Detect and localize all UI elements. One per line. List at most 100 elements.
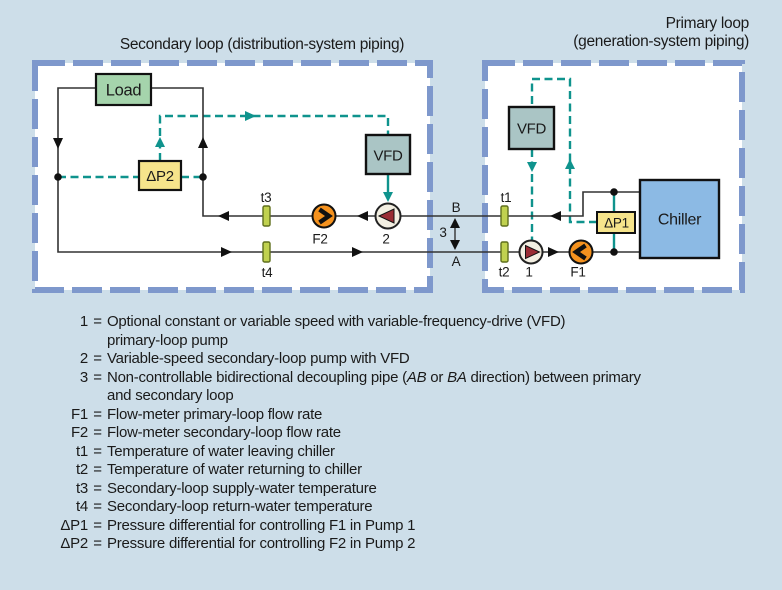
flow-meter-f1 <box>568 239 594 265</box>
legend-equals: = <box>93 535 102 552</box>
flow-arrow-right <box>352 247 363 257</box>
signal-arrow-down-to-pump1 <box>527 162 537 172</box>
legend-item-f1: F1 = Flow-meter primary-loop flow rate <box>38 406 758 425</box>
legend-equals: = <box>93 479 102 497</box>
load-label: Load <box>106 82 142 100</box>
flow-meter-f1-chevron-icon <box>572 243 587 261</box>
secondary-loop-box <box>32 60 433 293</box>
flow-arrow-up <box>198 137 208 148</box>
legend-description: Pressure differential for controlling F2… <box>107 535 416 552</box>
primary-loop-title-line1: Primary loop <box>666 15 749 32</box>
sensor-t3 <box>262 205 271 227</box>
flow-arrow-right <box>221 247 232 257</box>
point-a-label: A <box>452 254 461 269</box>
t1-label: t1 <box>501 190 512 205</box>
legend-item-t1: t1 = Temperature of water leaving chille… <box>38 443 758 462</box>
t2-label: t2 <box>499 265 510 280</box>
f1-label: F1 <box>570 265 585 280</box>
junction-dot <box>610 188 618 196</box>
sensor-t4 <box>262 241 271 263</box>
legend: 1 = Optional constant or variable speed … <box>38 313 758 554</box>
chiller-box <box>638 178 721 260</box>
legend-key: t3 <box>75 479 88 497</box>
flow-meter-f2-chevron-icon <box>318 207 333 225</box>
legend-item-dp1: ΔP1 = Pressure differential for controll… <box>38 517 758 536</box>
flow-meter-f2 <box>311 203 337 229</box>
return-pipe <box>57 87 640 253</box>
legend-description: Secondary-loop supply-water temperature <box>107 479 377 497</box>
legend-key: t2 <box>75 461 88 478</box>
legend-description: Flow-meter secondary-loop flow rate <box>107 424 341 441</box>
legend-description: Flow-meter primary-loop flow rate <box>107 405 323 423</box>
vfd-secondary-label: VFD <box>373 148 403 165</box>
junction-dot <box>54 173 62 181</box>
legend-equals: = <box>93 516 102 534</box>
legend-description: Variable-speed secondary-loop pump with … <box>107 350 410 367</box>
flow-arrow-down <box>53 138 63 149</box>
flow-arrow-left <box>218 211 229 221</box>
pump-1-impeller-icon <box>525 244 541 260</box>
signal-arrow-up-dp2 <box>155 137 165 147</box>
legend-item-3: 3 = Non-controllable bidirectional decou… <box>38 369 758 406</box>
pump2-label: 2 <box>382 232 389 247</box>
dp1-box <box>596 211 636 234</box>
dp1-label: ΔP1 <box>604 216 629 231</box>
decoupler-label: 3 <box>439 225 446 240</box>
legend-key: t1 <box>75 442 88 460</box>
legend-item-f2: F2 = Flow-meter secondary-loop flow rate <box>38 424 758 443</box>
legend-key: 3 <box>79 368 88 386</box>
junction-dot <box>199 173 207 181</box>
point-b-label: B <box>452 200 461 215</box>
legend-equals: = <box>93 313 102 330</box>
legend-equals: = <box>93 461 102 478</box>
dp1-to-vfd-signal-line <box>530 77 597 224</box>
vfd-primary-label: VFD <box>517 121 547 138</box>
flow-arrow-left <box>357 211 368 221</box>
dp2-label: ΔP2 <box>146 168 173 185</box>
legend-equals: = <box>93 350 102 367</box>
legend-equals: = <box>93 498 102 515</box>
legend-equals: = <box>93 424 102 441</box>
flow-arrow-right <box>548 247 559 257</box>
legend-key: 1 <box>79 313 88 330</box>
decoupler-arrow-up <box>450 218 460 228</box>
legend-item-dp2: ΔP2 = Pressure differential for controll… <box>38 535 758 554</box>
pump-2-impeller-icon <box>377 208 395 224</box>
legend-item-t2: t2 = Temperature of water returning to c… <box>38 461 758 480</box>
signal-arrow-down-to-pump2 <box>383 192 393 202</box>
legend-key: t4 <box>75 498 88 515</box>
pump1-label: 1 <box>525 265 532 280</box>
secondary-loop-title: Secondary loop (distribution-system pipi… <box>120 36 404 53</box>
legend-key: ΔP2 <box>60 535 88 552</box>
legend-equals: = <box>93 368 102 386</box>
legend-key: ΔP1 <box>60 516 88 534</box>
legend-item-1: 1 = Optional constant or variable speed … <box>38 313 758 350</box>
sensor-t1 <box>500 205 509 227</box>
chiller-label: Chiller <box>658 212 702 229</box>
legend-description: Pressure differential for controlling F1… <box>107 516 416 534</box>
legend-description: Secondary-loop return-water temperature <box>107 498 373 515</box>
legend-description: Optional constant or variable speed with… <box>107 313 566 349</box>
legend-description: Temperature of water returning to chille… <box>107 461 362 478</box>
flow-arrow-left <box>550 211 561 221</box>
junction-dot <box>610 248 618 256</box>
legend-equals: = <box>93 442 102 460</box>
vfd-secondary-box <box>364 133 412 176</box>
legend-item-t3: t3 = Secondary-loop supply-water tempera… <box>38 480 758 499</box>
dp2-to-vfd-signal-line <box>158 114 390 161</box>
t4-label: t4 <box>262 265 273 280</box>
t3-label: t3 <box>261 190 272 205</box>
piping-diagram: Secondary loop (distribution-system pipi… <box>32 15 749 293</box>
decoupler-arrow-down <box>450 240 460 250</box>
legend-item-t4: t4 = Secondary-loop return-water tempera… <box>38 498 758 517</box>
legend-key: 2 <box>79 350 88 367</box>
legend-key: F1 <box>70 405 88 423</box>
legend-description: Non-controllable bidirectional decouplin… <box>107 368 641 405</box>
sensor-t2 <box>500 241 509 263</box>
legend-equals: = <box>93 405 102 423</box>
primary-loop-title-line2: (generation-system piping) <box>573 33 749 50</box>
signal-arrow-right-to-vfd2 <box>245 111 256 121</box>
dp2-box <box>137 159 183 192</box>
legend-description: Temperature of water leaving chiller <box>107 442 335 460</box>
